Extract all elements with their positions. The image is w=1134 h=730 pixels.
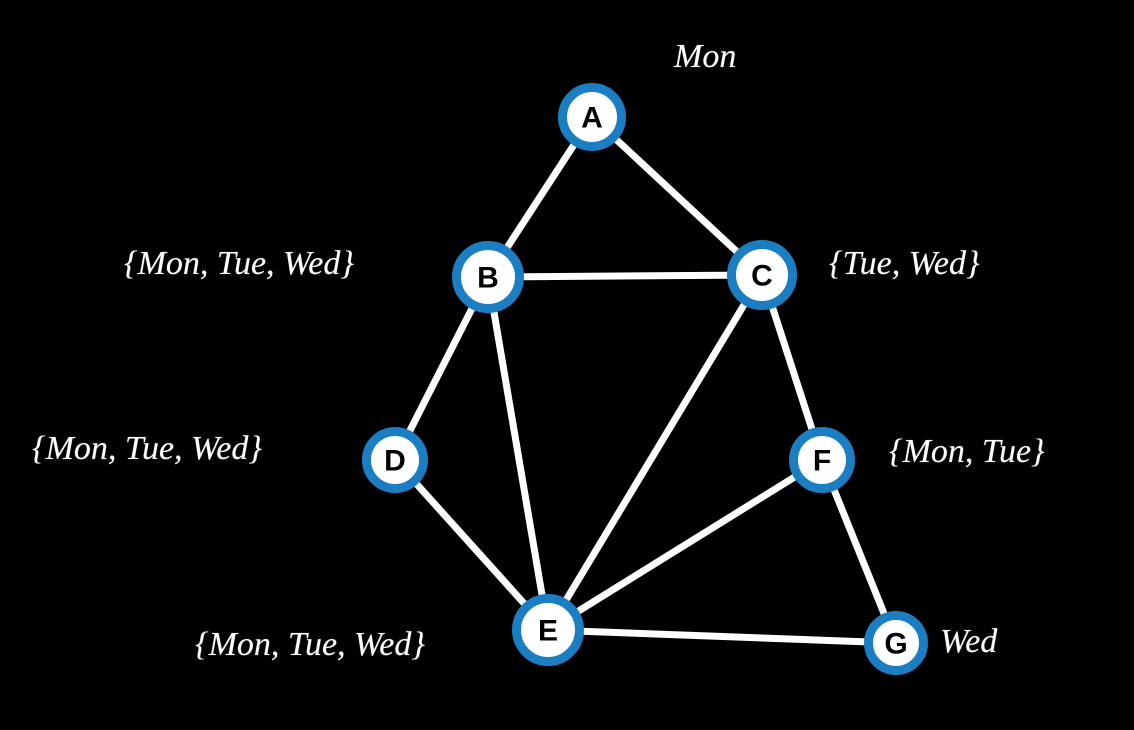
node-e[interactable]: E bbox=[512, 594, 584, 666]
domain-label-f: {Mon, Tue} bbox=[889, 433, 1045, 470]
node-label-d: D bbox=[384, 445, 406, 478]
domain-label-g: Wed bbox=[940, 623, 998, 660]
node-g[interactable]: G bbox=[864, 611, 928, 675]
node-circle-e bbox=[512, 594, 584, 666]
node-circle-a bbox=[558, 83, 626, 151]
node-label-a: A bbox=[581, 102, 603, 135]
node-circle-c bbox=[727, 240, 797, 310]
domain-label-d: {Mon, Tue, Wed} bbox=[32, 430, 262, 467]
node-f[interactable]: F bbox=[789, 427, 855, 493]
domain-label-c: {Tue, Wed} bbox=[829, 245, 980, 282]
node-b[interactable]: B bbox=[452, 241, 524, 313]
domain-label-a: Mon bbox=[674, 38, 737, 75]
node-circle-f bbox=[789, 427, 855, 493]
domain-label-b: {Mon, Tue, Wed} bbox=[124, 245, 354, 282]
nodes-layer: A B C D E F G bbox=[362, 83, 928, 675]
node-circle-b bbox=[452, 241, 524, 313]
node-label-b: B bbox=[477, 262, 499, 295]
edge-e-f bbox=[544, 456, 826, 634]
edge-d-e bbox=[391, 456, 552, 634]
node-label-f: F bbox=[813, 445, 831, 478]
edge-c-e bbox=[544, 271, 766, 634]
node-label-e: E bbox=[538, 615, 558, 648]
edge-e-g bbox=[544, 626, 900, 647]
edge-a-c bbox=[588, 113, 766, 279]
node-label-c: C bbox=[751, 260, 773, 293]
edges-layer bbox=[391, 113, 900, 647]
node-a[interactable]: A bbox=[558, 83, 626, 151]
edge-b-c bbox=[484, 271, 766, 281]
node-c[interactable]: C bbox=[727, 240, 797, 310]
node-circle-g bbox=[864, 611, 928, 675]
domain-label-e: {Mon, Tue, Wed} bbox=[195, 626, 425, 663]
edge-b-e bbox=[484, 273, 552, 634]
node-circle-d bbox=[362, 427, 428, 493]
node-d[interactable]: D bbox=[362, 427, 428, 493]
node-label-g: G bbox=[884, 628, 907, 661]
